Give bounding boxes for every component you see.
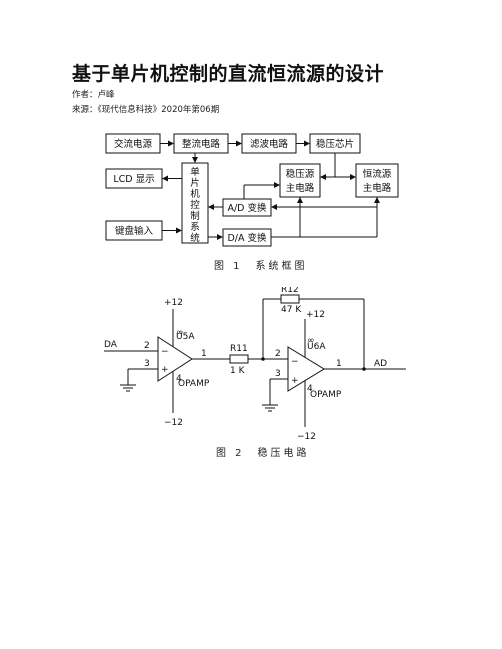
label-cc-main-2: 主电路: [363, 182, 392, 194]
label-pin8-b: ∞: [307, 336, 315, 346]
label-u6a: U6A: [307, 342, 326, 352]
label-cc-main-1: 恒流源: [363, 168, 392, 180]
label-pin2-b: 2: [275, 349, 281, 359]
source-line: 来源：《现代信息科技》2020年第06期: [72, 105, 220, 115]
label-mcu-4: 制: [190, 210, 200, 222]
label-vee-1: −12: [164, 418, 183, 428]
label-vreg-main-1: 稳压源: [286, 168, 315, 180]
label-plus-a: +: [161, 365, 169, 375]
label-mcu-2: 机: [190, 188, 200, 200]
label-mcu-0: 单: [190, 166, 200, 178]
label-opamp-1: OPAMP: [178, 379, 210, 389]
label-filter: 滤波电路: [250, 138, 289, 150]
label-mcu-1: 片: [190, 177, 200, 189]
label-pin4-b: 4: [307, 384, 313, 394]
resistor-r11: [229, 354, 249, 364]
label-regulator-chip: 稳压芯片: [316, 138, 354, 150]
label-r12-value: 47 K: [281, 305, 302, 315]
label-da: DA: [104, 340, 118, 350]
label-pin3-a: 3: [144, 359, 150, 369]
figure-1-caption: 图 1 系统框图: [214, 261, 308, 272]
label-ac-power: 交流电源: [114, 138, 153, 150]
figure-2-caption: 图 2 稳压电路: [216, 448, 310, 459]
label-dac: D/A 变换: [227, 232, 267, 244]
label-pin1-b: 1: [336, 359, 342, 369]
label-pin8-a: ∞: [176, 328, 184, 338]
label-r11-value: 1 K: [230, 366, 246, 376]
label-vcc-2: +12: [306, 310, 325, 320]
label-pin4-a: 4: [176, 374, 182, 384]
label-vee-2: −12: [297, 432, 316, 442]
label-rectifier: 整流电路: [182, 138, 221, 150]
label-plus-b: +: [291, 376, 299, 386]
label-mcu-5: 系: [190, 222, 200, 233]
label-ad: AD: [374, 359, 387, 369]
page-title: 基于单片机控制的直流恒流源的设计: [72, 63, 385, 85]
regulator-circuit-diagram: +12 ∞ U5A DA 2 3 − + 1 4 OPAMP −12 R11 1…: [104, 287, 406, 442]
label-r12: R12: [281, 287, 299, 295]
label-u5a: U5A: [176, 332, 195, 342]
resistor-r12: [280, 294, 300, 304]
label-mcu-6: 统: [190, 232, 200, 244]
label-r11: R11: [230, 344, 248, 354]
label-minus-a: −: [161, 347, 169, 357]
system-block-diagram: 交流电源 整流电路 滤波电路 稳压芯片 LCD 显示 键盘输入 稳压源 主电路 …: [105, 133, 399, 247]
label-vcc-1: +12: [164, 298, 183, 308]
label-adc: A/D 变换: [227, 202, 267, 214]
label-vreg-main-2: 主电路: [286, 182, 315, 194]
author-line: 作者：卢峰: [72, 90, 115, 100]
label-keyboard: 键盘输入: [115, 225, 154, 237]
opamp-u5a-symbol: [157, 336, 193, 382]
opamp-u6a-symbol: [287, 346, 325, 392]
label-mcu-3: 控: [190, 199, 200, 211]
label-pin3-b: 3: [275, 369, 281, 379]
label-minus-b: −: [291, 357, 299, 367]
block-mcu: [181, 162, 209, 244]
label-pin2-a: 2: [144, 341, 150, 351]
label-lcd: LCD 显示: [113, 174, 154, 185]
label-opamp-2: OPAMP: [310, 390, 342, 400]
label-pin1-a: 1: [201, 349, 207, 359]
